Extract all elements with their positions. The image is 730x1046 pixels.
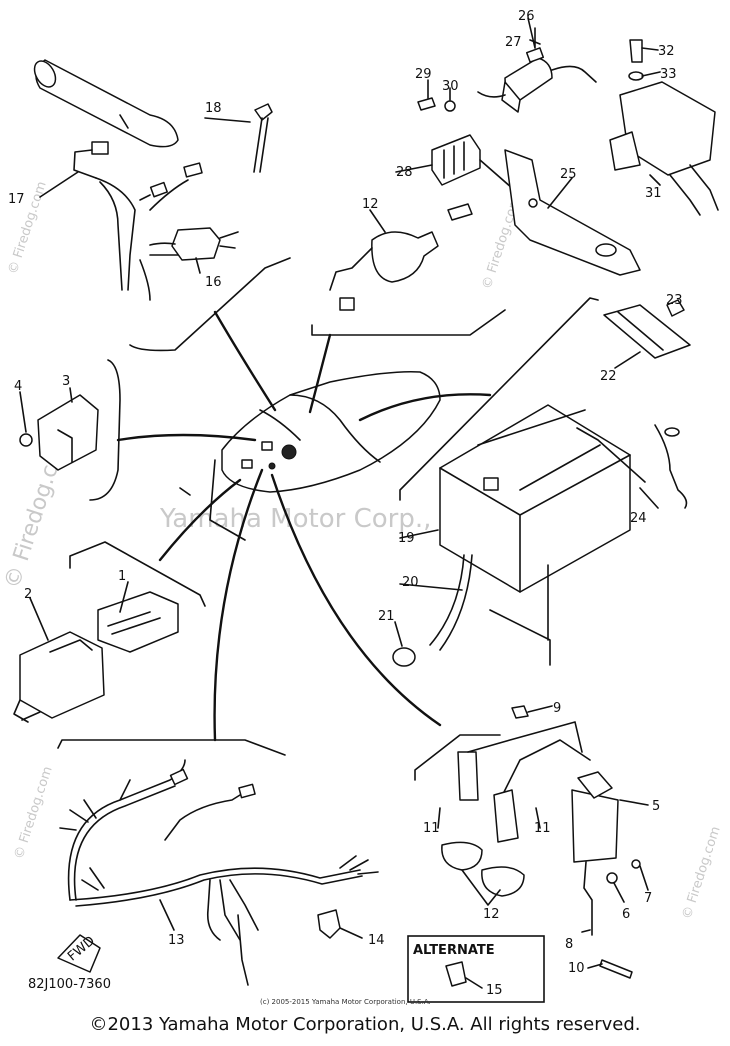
part-15 bbox=[317, 909, 341, 939]
label-26: 25 bbox=[560, 167, 577, 182]
boot-12a bbox=[441, 841, 483, 871]
callout-bracket-13 bbox=[311, 309, 506, 336]
label-14: 13 bbox=[168, 933, 185, 948]
label-23: 22 bbox=[600, 369, 617, 384]
switch-3 bbox=[37, 394, 99, 471]
bolt-10 bbox=[599, 959, 633, 979]
label-34: 33 bbox=[660, 67, 677, 82]
connector-18 bbox=[91, 141, 109, 155]
exploded-view-svg: Yamaha Motor Corp., U.S.A. © Firedog.com… bbox=[0, 9, 724, 1006]
bolt-33 bbox=[629, 39, 643, 63]
battery-20 bbox=[439, 404, 631, 593]
switch-1 bbox=[97, 591, 179, 653]
label-18: 17 bbox=[8, 192, 25, 207]
label-31: 30 bbox=[442, 79, 459, 94]
fwd-arrow bbox=[57, 934, 101, 973]
screw-30 bbox=[417, 97, 436, 111]
switch-2 bbox=[19, 631, 105, 719]
fuse-holder-29 bbox=[431, 134, 481, 186]
washer-34 bbox=[628, 71, 644, 81]
label-12: 12 bbox=[483, 907, 500, 922]
plug-cap-11a bbox=[457, 751, 479, 801]
label-11a: 11 bbox=[423, 821, 440, 836]
washer-31 bbox=[444, 100, 456, 112]
label-17: 16 bbox=[205, 275, 222, 290]
grommet-22 bbox=[392, 647, 416, 667]
screw-6 bbox=[606, 872, 618, 884]
firedog-watermark-bottomleft: © Firedog.com bbox=[12, 765, 56, 862]
label-19: 18 bbox=[205, 101, 222, 116]
switch-1-2-group: 2 1 bbox=[13, 541, 206, 723]
alternate-label: ALTERNATE bbox=[413, 943, 495, 958]
firedog-watermark-bottomright: © Firedog.com bbox=[680, 825, 724, 922]
label-10: 10 bbox=[568, 961, 585, 976]
label-16: 15 bbox=[486, 983, 503, 998]
label-21: 20 bbox=[402, 575, 419, 590]
washer-7 bbox=[631, 859, 641, 869]
label-11b: 11 bbox=[534, 821, 551, 836]
battery-group: 24 19 20 21 22 23 bbox=[378, 293, 691, 667]
label-27: 26 bbox=[518, 9, 535, 24]
nut-24 bbox=[666, 299, 685, 317]
frame-seat-group bbox=[116, 310, 492, 742]
label-7: 7 bbox=[644, 891, 652, 906]
strap-19 bbox=[254, 103, 273, 121]
label-15: 14 bbox=[368, 933, 385, 948]
label-8: 8 bbox=[565, 937, 573, 952]
callout-bracket-3 bbox=[89, 359, 121, 501]
part-13 bbox=[371, 231, 439, 283]
label-30: 29 bbox=[415, 67, 432, 82]
label-13: 12 bbox=[362, 197, 379, 212]
harness-group: 13 14 FWD 82J100-7360 bbox=[28, 739, 385, 992]
switch-3-group: 4 3 bbox=[14, 359, 121, 501]
copyright-footer: ©2013 Yamaha Motor Corporation, U.S.A. A… bbox=[89, 1014, 641, 1035]
ignition-group: 9 11 11 12 5 6 7 8 10 ALTERNATE bbox=[407, 701, 660, 1003]
boot-12b bbox=[481, 866, 525, 897]
label-33: 32 bbox=[658, 44, 675, 59]
callout-bracket-20 bbox=[399, 297, 599, 501]
seat-frame bbox=[221, 370, 441, 493]
label-4: 4 bbox=[14, 379, 22, 394]
callout-bracket-17 bbox=[129, 257, 291, 352]
starter-group: 26 27 29 30 28 25 12 3 bbox=[311, 9, 719, 336]
label-1: 1 bbox=[118, 569, 126, 584]
handlebar-grip bbox=[35, 59, 179, 148]
callout-bracket-1 bbox=[69, 541, 206, 607]
label-9: 9 bbox=[553, 701, 561, 716]
part-9 bbox=[511, 705, 529, 719]
label-2: 2 bbox=[24, 587, 32, 602]
nut-4 bbox=[19, 433, 33, 447]
alternate-box bbox=[407, 935, 545, 1003]
plug-cap-16 bbox=[445, 961, 467, 987]
label-29: 28 bbox=[396, 165, 413, 180]
label-3: 3 bbox=[62, 374, 70, 389]
label-32: 31 bbox=[645, 186, 662, 201]
small-copyright: (c) 2005-2015 Yamaha Motor Corporation, … bbox=[260, 998, 431, 1006]
drawing-number: 82J100-7360 bbox=[28, 977, 111, 992]
coil-5 bbox=[571, 789, 619, 863]
label-20: 19 bbox=[398, 531, 415, 546]
callout-bracket-14 bbox=[57, 739, 286, 756]
label-22: 21 bbox=[378, 609, 395, 624]
switch-17 bbox=[171, 227, 221, 261]
label-25: 24 bbox=[630, 511, 647, 526]
handlebar-switch-group: 17 18 16 bbox=[8, 59, 291, 352]
callout-bracket-5 bbox=[414, 734, 501, 781]
label-28: 27 bbox=[505, 35, 522, 50]
label-6: 6 bbox=[622, 907, 630, 922]
label-5: 5 bbox=[652, 799, 660, 814]
label-24: 23 bbox=[666, 293, 683, 308]
plug-cap-11b bbox=[493, 789, 519, 843]
